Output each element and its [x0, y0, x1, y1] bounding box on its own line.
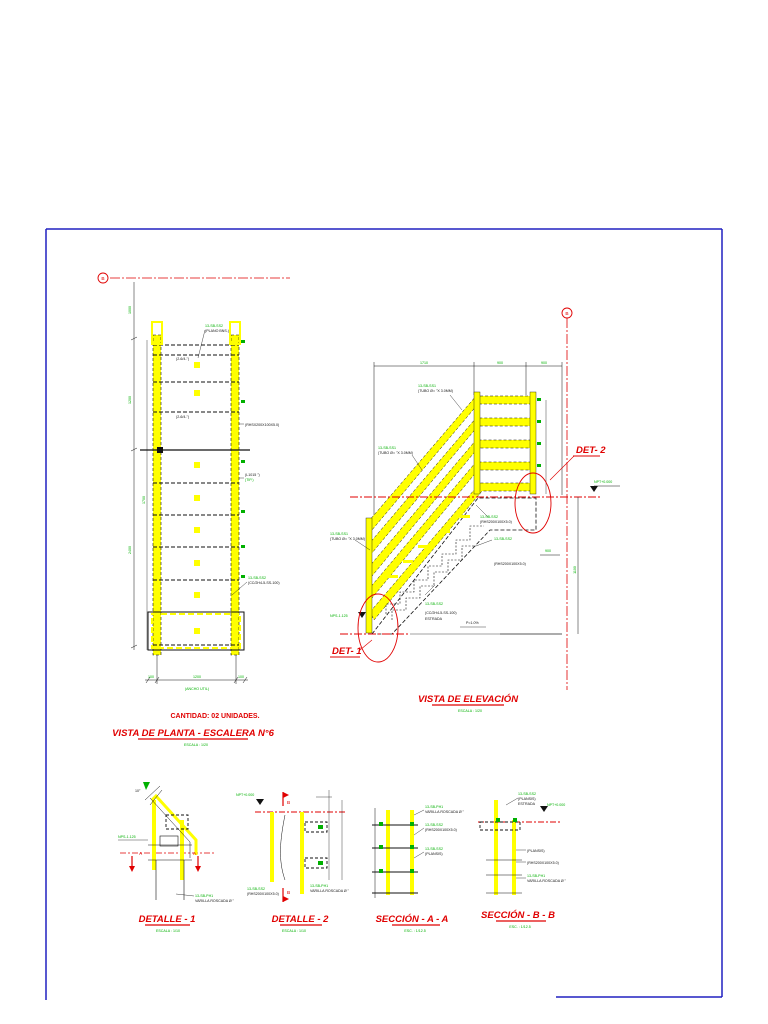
plan-callout-5: (RHSX200X100X5.0): [245, 423, 279, 427]
svg-text:10°: 10°: [135, 789, 141, 793]
plan-callout-4: (2-6/4-"): [176, 415, 189, 419]
elev-callout-1a: 13-SB-SS1: [418, 384, 436, 388]
detail-1-scale: ESCALA : 1/10: [156, 929, 180, 933]
elev-det1-label: DET- 1: [332, 646, 362, 657]
section-b-callout-7: VARILLA ROSCADA Ø ": [527, 879, 567, 883]
detail-2-title: DETALLE - 2: [272, 914, 330, 925]
elev-callout-2a: 13-SB-SS1: [378, 446, 396, 450]
section-b-scale: ESC. : 1/12.5: [509, 925, 530, 929]
elev-dim-top-2: 900: [497, 361, 503, 365]
plan-dim-v3: 2400: [128, 546, 132, 554]
plan-dim-v4: 1700: [142, 496, 146, 504]
section-b-b: NPT+0.000 13-SB-SS2 (PLANSIS) ESTRADA (P…: [478, 792, 567, 929]
elev-title: VISTA DE ELEVACIÓN: [418, 693, 519, 705]
elev-callout-4b: (RHS200X100X5.0): [480, 520, 512, 524]
section-a-callout-4: (RHS200X100X5.0): [425, 828, 457, 832]
plan-axis-bubble: [97, 272, 109, 284]
plan-stringer-left: [152, 334, 162, 656]
detail-1-title: DETALLE - 1: [139, 914, 196, 925]
section-b-callout-3: ESTRADA: [518, 802, 536, 806]
detail-1: 10° A A NPS-1.125 13-SB-PH1 VARILLA ROSC…: [118, 782, 235, 933]
detail-1-callout-a: 13-SB-PH1: [195, 894, 213, 898]
plan-scale: ESCALA : 1/20: [184, 743, 208, 747]
plan-stringer-right: [230, 334, 240, 656]
plan-dim-edge-left: 100: [148, 675, 154, 679]
section-b-level: NPT+0.000: [547, 803, 565, 807]
detail-2-callout-c: 13-SB-PH1: [310, 884, 328, 888]
elev-callout-3a: 13-SB-SS1: [330, 532, 348, 536]
detail-2-callout-a: 13-SB-SS2: [247, 887, 265, 891]
elev-level-bot: NPS-1.125: [330, 614, 348, 618]
plan-quantity: CANTIDAD: 02 UNIDADES.: [170, 713, 259, 720]
detail-2-callout-d: VARILLA ROSCADA Ø ": [310, 889, 350, 893]
elev-det2-circle: [514, 472, 552, 534]
elev-callout-6a: 13-SB-SS2: [425, 602, 443, 606]
elev-callout-5b: (RHS200X100X5.0): [494, 562, 526, 566]
sheet-frame: [45, 228, 723, 1000]
plan-dim-v2: 1200: [128, 396, 132, 404]
section-a-callout-1: 13-SB-PH1: [425, 805, 443, 809]
plan-view: B 1000 1200 2400 1700: [97, 272, 290, 747]
elev-callout-1b: (TUBO Ø= "X 3.0MM): [418, 389, 453, 393]
section-a-title: SECCIÓN - A - A: [376, 913, 449, 925]
plan-tread-marks: [194, 362, 200, 634]
plan-dim-width: 1200: [193, 675, 201, 679]
section-b-callout-5: (RHS200X100X5.0): [527, 861, 559, 865]
plan-callout-1: 13-SB-SS2: [205, 324, 223, 328]
elev-callout-5a: 13-SB-SS2: [494, 537, 512, 541]
elev-dim-top-1: 1710: [420, 361, 428, 365]
plan-callout-8: 13-SB-SS2: [248, 576, 266, 580]
section-b-callout-2: (PLANSIS): [518, 797, 536, 801]
section-b-title: SECCIÓN - B - B: [481, 909, 555, 921]
elevation-view: B 1710 900 900: [330, 307, 620, 713]
elev-axis-bubble: [561, 307, 573, 319]
section-a-a: 13-SB-PH1 VARILLA ROSCADA Ø " 13-SB-SS2 …: [372, 805, 465, 933]
elev-steps: [385, 525, 484, 620]
elev-callout-4a: 13-SB-SS2: [480, 515, 498, 519]
detail-2-tag-top: B: [287, 800, 290, 806]
detail-2-level: NPT+0.000: [236, 793, 254, 797]
section-b-callout-4: (PLANSIS): [527, 849, 545, 853]
detail-1-tag-right: A: [193, 851, 197, 857]
elev-callout-6b: (CC/2H4-5-SS-100): [425, 611, 457, 615]
elev-level-top: NPT+0.000: [594, 480, 612, 484]
detail-1-callout-b: VARILLA ROSCADA Ø ": [195, 899, 235, 903]
plan-dim-edge-right: 100: [238, 675, 244, 679]
detail-2-tag-bottom: B: [287, 890, 290, 896]
elev-callout-2b: (TUBO Ø= "X 3.0MM): [378, 451, 413, 455]
detail-1-level: NPS-1.125: [118, 835, 136, 839]
plan-callout-3: (2-6/4-"): [176, 357, 189, 361]
elev-dim-right-2: 1100: [573, 566, 577, 574]
detail-2-callout-b: (RHS200X100X5.0): [247, 892, 279, 896]
plan-dim-width-note: (ANCHO UTIL): [185, 687, 209, 691]
plan-callout-7: (TIP.): [245, 478, 254, 482]
plan-callout-9: (CC/2H4-5-SS-100): [248, 581, 280, 585]
elev-axis-tag: B: [565, 311, 568, 317]
elev-scale: ESCALA : 1/20: [458, 709, 482, 713]
section-a-callout-2: VARILLA ROSCADA Ø ": [425, 810, 465, 814]
plan-title: VISTA DE PLANTA - ESCALERA N°6: [112, 728, 275, 739]
elev-dim-right-1: 900: [545, 549, 551, 553]
elev-callout-6c: ESTRADA: [425, 617, 443, 621]
section-b-callout-6: 13-SB-PH1: [527, 874, 545, 878]
section-b-callout-1: 13-SB-SS2: [518, 792, 536, 796]
plan-dim-v1: 1000: [128, 306, 132, 314]
plan-axis-tag: B: [101, 276, 104, 282]
section-a-callout-5: 13-SB-SS2: [425, 847, 443, 851]
elev-det2-label: DET- 2: [576, 445, 606, 456]
detail-2: B B NPT+0.000 13-SB-SS2 (RHS200X100X5.0)…: [236, 790, 350, 933]
elev-slope: P=1.0%: [466, 621, 479, 625]
plan-callout-6: (L1015 "): [245, 473, 260, 477]
section-a-callout-6: (PLANSIS): [425, 852, 443, 856]
elev-handrails: [367, 395, 533, 621]
section-a-callout-3: 13-SB-SS2: [425, 823, 443, 827]
elev-det1-circle: [357, 593, 399, 663]
section-a-scale: ESC. : 1/12.5: [404, 929, 425, 933]
detail-2-scale: ESCALA : 1/10: [282, 929, 306, 933]
detail-1-tag-left: A: [139, 851, 143, 857]
plan-callout-2: (PLANO BNS.): [205, 329, 229, 333]
elev-dim-top-3: 900: [541, 361, 547, 365]
elev-callout-3b: (TUBO Ø= "X 3.0MM): [330, 537, 365, 541]
